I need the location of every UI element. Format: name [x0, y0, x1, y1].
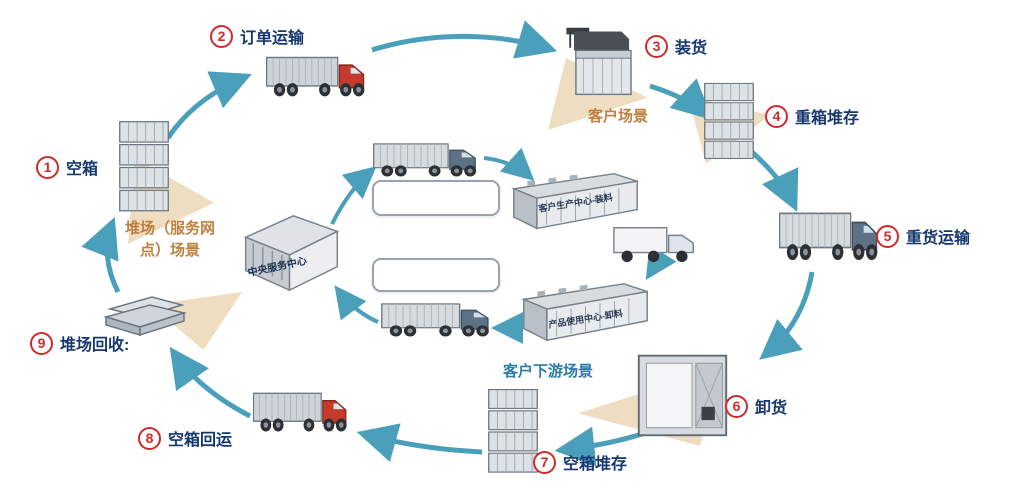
step-label: 空箱回运 — [168, 432, 233, 449]
step-order-transport: 2 订单运输 — [210, 24, 304, 48]
heavy-container-stack-icon — [703, 82, 755, 162]
empty-container-stack-icon — [118, 120, 170, 215]
placeholder-box-bottom — [372, 258, 500, 292]
step-label: 空箱 — [66, 161, 99, 178]
step-empty-container-return: 8 空箱回运 — [138, 426, 232, 450]
step-label: 订单运输 — [240, 30, 305, 47]
placeholder-box-top — [372, 180, 500, 216]
yard-scene-label: 堆场（服务网点）场景 — [124, 220, 215, 259]
step-number-badge: 6 — [725, 394, 748, 418]
empty-container-storage-stack-icon — [487, 388, 539, 476]
order-transport-truck-icon — [265, 48, 370, 103]
delivery-box-truck-icon — [612, 222, 697, 264]
loading-crane-icon — [555, 22, 650, 102]
step-number-badge: 7 — [533, 450, 556, 474]
customer-scene-label: 客户场景 — [588, 108, 649, 125]
step-label: 卸货 — [755, 400, 788, 417]
step-heavy-cargo-transport: 5 重货运输 — [876, 224, 970, 248]
central-service-warehouse-icon — [238, 208, 343, 296]
step-label: 重箱堆存 — [795, 110, 860, 127]
step-unloading: 6 卸货 — [725, 394, 787, 418]
step-label: 重货运输 — [906, 230, 971, 247]
step-number-badge: 3 — [645, 34, 668, 58]
downstream-scene-label: 客户下游场景 — [503, 363, 594, 380]
step-number-badge: 1 — [36, 155, 59, 179]
step-label: 空箱堆存 — [563, 456, 628, 473]
step-empty-container: 1 空箱 — [36, 155, 98, 179]
step-loading: 3 装货 — [645, 34, 707, 58]
step-label: 堆场回收: — [60, 337, 130, 354]
step-number-badge: 9 — [30, 331, 53, 355]
heavy-cargo-truck-icon — [778, 202, 883, 268]
unloading-container-icon — [635, 350, 730, 440]
step-number-badge: 8 — [138, 426, 161, 450]
step-empty-container-storage: 7 空箱堆存 — [533, 450, 627, 474]
step-heavy-container-storage: 4 重箱堆存 — [765, 104, 859, 128]
step-number-badge: 4 — [765, 104, 788, 128]
step-number-badge: 5 — [876, 224, 899, 248]
return-truck-icon — [252, 384, 352, 438]
step-label: 装货 — [675, 40, 708, 57]
step-number-badge: 2 — [210, 24, 233, 48]
inner-top-truck-icon — [372, 136, 482, 182]
inner-bottom-truck-icon — [380, 296, 495, 342]
step-yard-recycle: 9 堆场回收: — [30, 331, 129, 355]
